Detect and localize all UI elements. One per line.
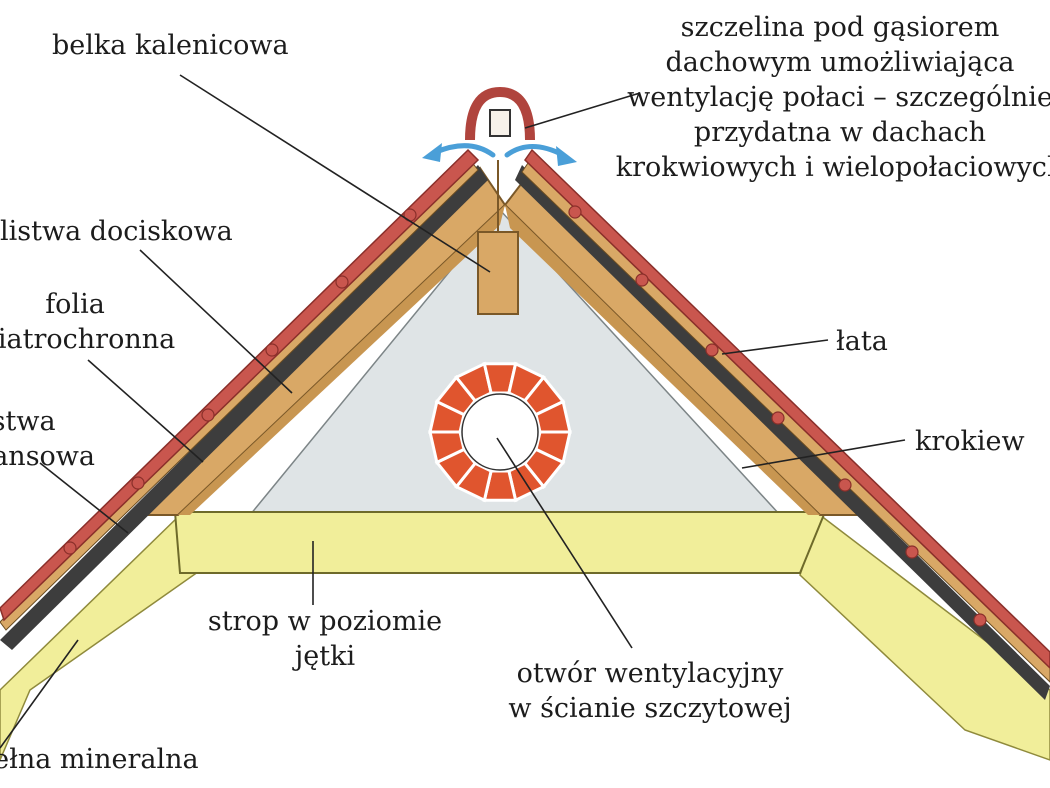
airflow-arrowhead-left	[422, 143, 442, 162]
roof-tiles-right	[524, 148, 1050, 670]
label-listwa-dociskowa: listwa dociskowa	[0, 214, 233, 249]
label-szczelina-line-2: dachowym umożliwiająca	[665, 47, 1015, 78]
label-belka-kalenicowa: belka kalenicowa	[52, 28, 289, 63]
ridge-beam	[477, 231, 519, 315]
label-strop-jetki: strop w poziomie jętki	[195, 604, 455, 674]
label-folia-line-1: folia	[45, 289, 105, 320]
label-szczelina-line-3: wentylację połaci – szczególnie	[627, 82, 1050, 113]
label-listwa-dystansowa-line-2: dystansowa	[0, 441, 96, 472]
label-otwor-wentylacyjny: otwór wentylacyjny w ścianie szczytowej	[490, 656, 810, 726]
tile-nibs-left	[63, 208, 417, 555]
label-strop-line-1: strop w poziomie	[207, 606, 443, 637]
label-listwa-dystansowa: listwa dystansowa	[0, 404, 110, 474]
label-folia-wiatrochronna: folia wiatrochronna	[0, 287, 190, 357]
ridge-clip	[489, 109, 511, 137]
label-krokiew: krokiew	[915, 424, 1025, 459]
label-listwa-dociskowa-text: listwa dociskowa	[0, 216, 233, 247]
roof-tiles-left	[0, 148, 480, 622]
vent-opening-brick-ring	[428, 361, 572, 503]
leader-lata	[721, 339, 829, 355]
label-szczelina-line-5: krokwiowych i wielopołaciowych	[615, 152, 1050, 183]
rafter-right-shade	[505, 205, 820, 515]
label-szczelina-line-1: szczelina pod gąsiorem	[680, 12, 1000, 43]
label-lata: łata	[836, 324, 888, 359]
label-otwor-line-1: otwór wentylacyjny	[516, 658, 784, 689]
label-welna-mineralna: wełna mineralna	[0, 742, 199, 777]
label-listwa-dystansowa-line-1: listwa	[0, 406, 56, 437]
leader-listwa-dystansowa	[39, 462, 129, 534]
label-otwor-line-2: w ścianie szczytowej	[508, 693, 792, 724]
leader-otwor	[496, 437, 633, 649]
brick-segment	[534, 399, 572, 434]
ridge-cap-tile	[465, 86, 535, 141]
tile-nibs-right	[568, 205, 987, 627]
collar-tie-ceiling	[173, 511, 827, 574]
label-belka-text: belka kalenicowa	[52, 30, 289, 61]
label-szczelina-line-4: przydatna w dachach	[693, 117, 987, 148]
leader-listwa-dociskowa	[139, 249, 293, 394]
airflow-arrows	[433, 143, 566, 158]
leader-szczelina	[524, 92, 641, 129]
vent-opening	[461, 393, 539, 471]
label-szczelina: szczelina pod gąsiorem dachowym umożliwi…	[580, 10, 1050, 185]
leader-krokiew	[741, 439, 906, 469]
label-krokiew-text: krokiew	[915, 426, 1025, 457]
leader-lines	[0, 74, 906, 749]
label-folia-line-2: wiatrochronna	[0, 324, 176, 355]
label-strop-line-2: jętki	[294, 641, 356, 672]
leader-belka	[179, 74, 491, 273]
leader-welna	[0, 639, 79, 749]
airflow-arrowhead-right	[556, 146, 577, 166]
leader-folia	[87, 359, 204, 463]
label-welna-text: wełna mineralna	[0, 744, 199, 775]
membrane-right	[515, 165, 1050, 700]
label-lata-text: łata	[836, 326, 888, 357]
rafter-left-shade	[178, 205, 505, 515]
